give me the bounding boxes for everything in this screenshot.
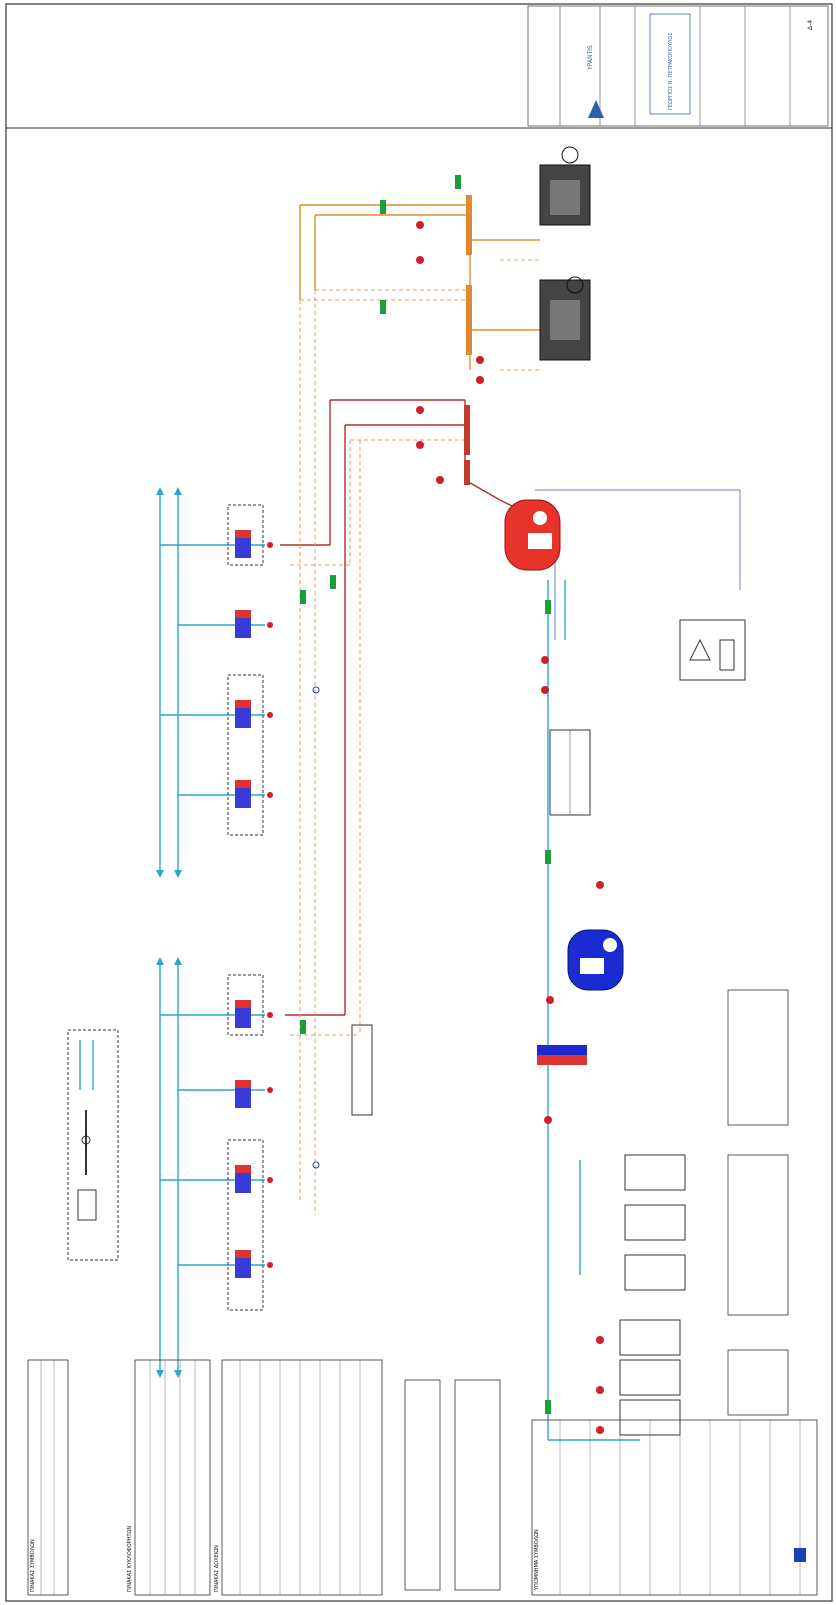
- engineer-name: ΓΕΩΡΓΙΟΣ Ν. ΠΕΤΡΑΚΟΠΟΥΛΟΣ: [668, 32, 674, 110]
- hot-water-tank: [504, 499, 561, 571]
- flow-arrows: [156, 487, 182, 1378]
- plate-exchanger-block: [549, 729, 591, 816]
- heater-unit-2: [235, 610, 251, 638]
- heater-unit-6: [235, 1080, 251, 1108]
- engineer-stamp: [649, 13, 691, 115]
- title-block: YPANTIS ΓΕΩΡΓΙΟΣ Ν. ΠΕΤΡΑΚΟΠΟΥΛΟΣ Δ-4: [527, 5, 829, 127]
- company-logo-icon: [588, 100, 604, 118]
- table-tanks-title: ΠΙΝΑΚΑΣ ΔΟΧΕΙΩΝ: [214, 1545, 220, 1592]
- heater-unit-5: [227, 974, 264, 1036]
- legend-title: ΥΠΟΜΝΗΜΑ ΣΥΜΒΟΛΩΝ: [534, 1529, 540, 1591]
- heater-units: [227, 504, 264, 1311]
- cold-water-piping: [79, 490, 640, 1441]
- heater-unit-4: [235, 780, 251, 808]
- water-softener-device: [679, 619, 746, 681]
- hot-return-dashed-piping: [290, 259, 540, 1215]
- filter-housings: [619, 1154, 686, 1436]
- table-symbols-title: ΠΙΝΑΚΑΣ ΣΥΜΒΟΛΩΝ: [30, 1539, 36, 1592]
- boiler-units: [539, 146, 591, 361]
- heater-unit-3: [227, 674, 264, 836]
- heater-unit-1: [227, 504, 264, 566]
- sheet-number: Δ-4: [807, 20, 814, 30]
- return-piping-blue: [535, 489, 741, 640]
- hot-water-piping: [280, 399, 521, 1016]
- instantaneous-heater: [537, 1045, 587, 1065]
- heater-unit-7: [227, 1139, 264, 1311]
- drawing-frame: [5, 3, 833, 1602]
- table-pumps-title: ΠΙΝΑΚΑΣ ΚΥΚΛΟΦΟΡΗΤΩΝ: [127, 1526, 133, 1592]
- legend-box: [67, 1029, 119, 1261]
- company-name: YPANTIS: [587, 45, 594, 71]
- cold-water-tank: [567, 929, 624, 991]
- data-tables: [27, 989, 818, 1596]
- headers: [464, 195, 472, 485]
- heater-unit-8: [235, 1250, 251, 1278]
- valve-tags: [267, 175, 604, 1434]
- control-panel-box: [351, 1024, 373, 1116]
